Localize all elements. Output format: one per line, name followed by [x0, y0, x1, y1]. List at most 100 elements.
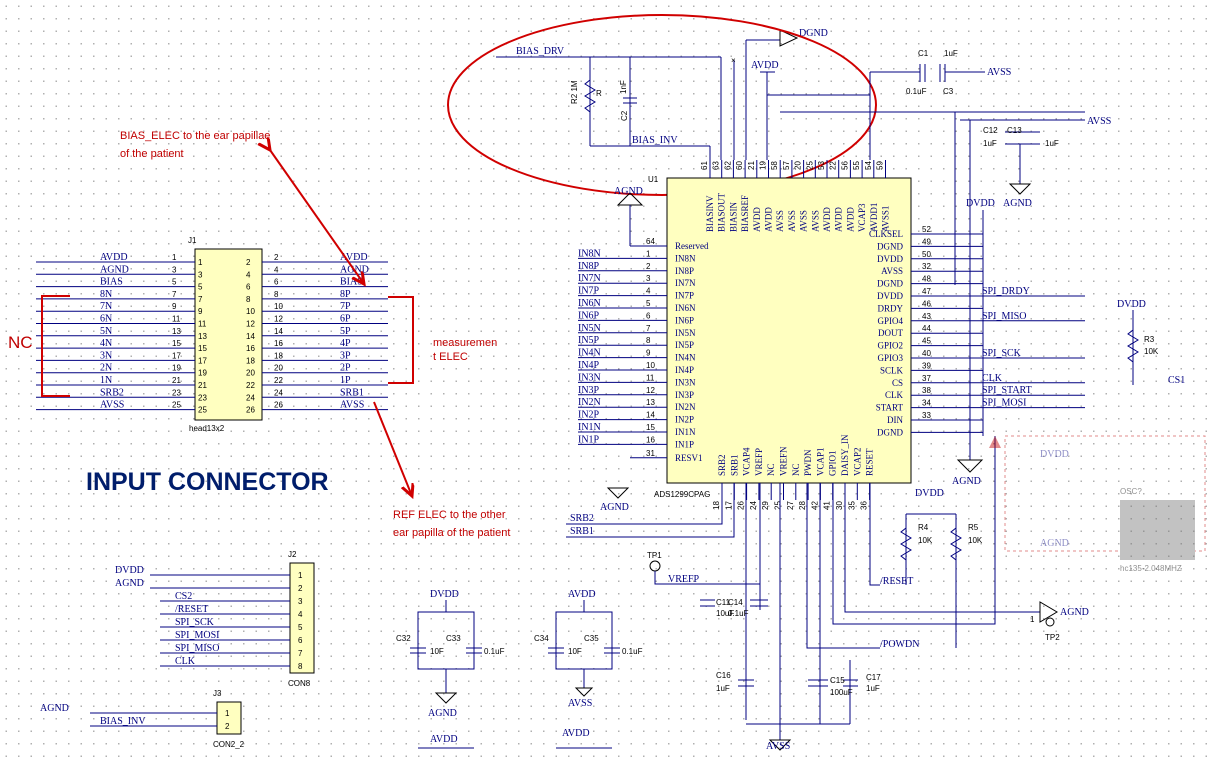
- dvdd-net-c32: DVDD: [430, 589, 459, 600]
- u1-left-pin-name: IN2N: [675, 402, 696, 412]
- vrefp-net: VREFP: [668, 574, 700, 585]
- bias-circuit: BIAS_DRV R R2 1M 1nF C2 BIAS_INV × DGND: [496, 28, 828, 160]
- j1-left-net: 5N: [100, 326, 112, 337]
- u1-left-net: IN8P: [578, 261, 600, 272]
- j1-left-pin-num: 9: [172, 302, 177, 311]
- u1-top-pin-name: AVDD: [834, 207, 844, 232]
- dvdd-net-r3: DVDD: [1117, 299, 1146, 310]
- j1-left-pin-num: 1: [172, 253, 177, 262]
- u1-top-pin-num: 62: [723, 161, 732, 170]
- avdd-net-bottom2: AVDD: [562, 728, 590, 739]
- u1-bottom-pin-name: VREFN: [779, 446, 789, 476]
- tp2-pin: 1: [1030, 615, 1035, 624]
- u1-left-pin-name: RESV1: [675, 453, 703, 463]
- j1-right-pin-label: 8: [246, 295, 251, 304]
- j1-right-net: 5P: [340, 326, 351, 337]
- r-bias-label: R: [596, 89, 602, 98]
- c13-value: 1uF: [1045, 139, 1059, 148]
- j2-pin: 3: [298, 597, 303, 606]
- j2-pin: 4: [298, 610, 303, 619]
- j3-net: AGND: [40, 703, 69, 714]
- u1-top-pin-num: 56: [840, 161, 849, 170]
- c14-ref: C14: [728, 598, 743, 607]
- u1-left-net: IN5N: [578, 323, 601, 334]
- avss-net-c34: AVSS: [568, 698, 592, 709]
- c2-value: 1nF: [619, 80, 628, 94]
- u1-left-net: IN7N: [578, 273, 601, 284]
- dvdd-decoupling: DVDD C32 10F C33 0.1uF AGND AVDD: [396, 589, 505, 745]
- u1-bottom-pin-name: VREFP: [754, 448, 764, 476]
- j2-pin: 6: [298, 636, 303, 645]
- j1-body: [194, 248, 263, 421]
- j1-left-net: 8N: [100, 289, 112, 300]
- u1-left-net: IN2P: [578, 410, 600, 421]
- j2-net: CLK: [175, 656, 196, 667]
- u1-bottom-pin-name: GPIO1: [828, 450, 838, 476]
- avss-net-right: AVSS: [1087, 116, 1111, 127]
- u1-right-net: SPI_MOSI: [982, 398, 1026, 409]
- j1-left-pin-num: 3: [172, 265, 177, 274]
- u1-right-pin-num: 37: [922, 374, 931, 383]
- u1-left-pin-num: 5: [646, 299, 651, 308]
- j1-left-pin-num: 25: [172, 401, 181, 410]
- u1-top-pin-name: AVDD: [752, 207, 762, 232]
- j1-right-net: 3P: [340, 350, 351, 361]
- j1-right-pin-num: 24: [274, 388, 283, 397]
- u1-right-net: CLK: [982, 373, 1003, 384]
- c1-ref: C1: [918, 49, 929, 58]
- u1-right-pin-num: 38: [922, 386, 931, 395]
- c32-ref: C32: [396, 634, 411, 643]
- u1-left-pin-name: IN4P: [675, 365, 694, 375]
- u1-right-pin-name: CLK: [885, 390, 904, 400]
- u1-right-pin-name: AVSS: [881, 266, 903, 276]
- r5-ref: R5: [968, 523, 979, 532]
- u1-left-pin-num: 11: [646, 373, 655, 382]
- u1-top-pin-name: AVSS: [799, 210, 809, 232]
- j1-left-pin-num: 15: [172, 339, 181, 348]
- u1-bottom-pin-name: NC: [791, 463, 801, 476]
- u1-bottom-pin-num: 36: [860, 501, 869, 510]
- u1-bottom-pin-num: 28: [798, 501, 807, 510]
- u1-bottom-pin-name: NC: [766, 463, 776, 476]
- u1-top-pin-name: BIASINV: [705, 195, 715, 232]
- j1-left-pin-label: 17: [198, 356, 207, 365]
- j1-right-net: 4P: [340, 338, 351, 349]
- u1-right-pin-num: 32: [922, 262, 931, 271]
- j1-left-pin-label: 3: [198, 270, 203, 279]
- c11-value: 10uF: [716, 609, 734, 618]
- u1-body: [666, 177, 912, 484]
- dvdd-net-osc: DVDD: [1040, 449, 1069, 460]
- u1-right-pin-num: 46: [922, 299, 931, 308]
- j3-net: BIAS_INV: [100, 716, 146, 727]
- osc-ref: OSC?: [1120, 487, 1142, 496]
- u1-top-pin-name: AVDD: [845, 207, 855, 232]
- r3-value: 10K: [1144, 347, 1159, 356]
- u1-right-pin-name: GPIO4: [877, 316, 903, 326]
- u1-top-pin-num: 20: [794, 161, 803, 170]
- agnd-net-c32: AGND: [428, 708, 457, 719]
- ref-elec-arrow: [373, 401, 412, 496]
- u1-top-pin-num: 59: [876, 161, 885, 170]
- j2-net: /RESET: [175, 604, 208, 615]
- j1-right-net: 8P: [340, 289, 351, 300]
- u1-bottom-pin-name: SRB1: [729, 454, 739, 476]
- osc-part: hc135-2.048MHZ: [1120, 564, 1182, 573]
- u1-left-pin-num: 1: [646, 249, 651, 258]
- u1-left-net: IN4P: [578, 360, 600, 371]
- j2-pin: 5: [298, 623, 303, 632]
- u1-bottom-pin-num: 29: [761, 501, 770, 510]
- u1-right-pin-name: START: [876, 403, 904, 413]
- u1-right-pin-num: 40: [922, 349, 931, 358]
- j1-right-pin-num: 26: [274, 401, 283, 410]
- u1-bottom-pin-num: 35: [847, 501, 856, 510]
- j1-left-pin-label: 11: [198, 320, 207, 329]
- j1-left-pin-label: 23: [198, 393, 207, 402]
- u1-left-net: IN1N: [578, 422, 601, 433]
- u1-name: ADS1299CPAG: [654, 490, 710, 499]
- j1-right-pin-label: 4: [246, 270, 251, 279]
- j1-right-net: AVSS: [340, 400, 364, 411]
- dgnd-net-top: DGND: [799, 28, 828, 39]
- u1-right-rails: AGND DVDD R3 10K CS1: [952, 112, 1185, 487]
